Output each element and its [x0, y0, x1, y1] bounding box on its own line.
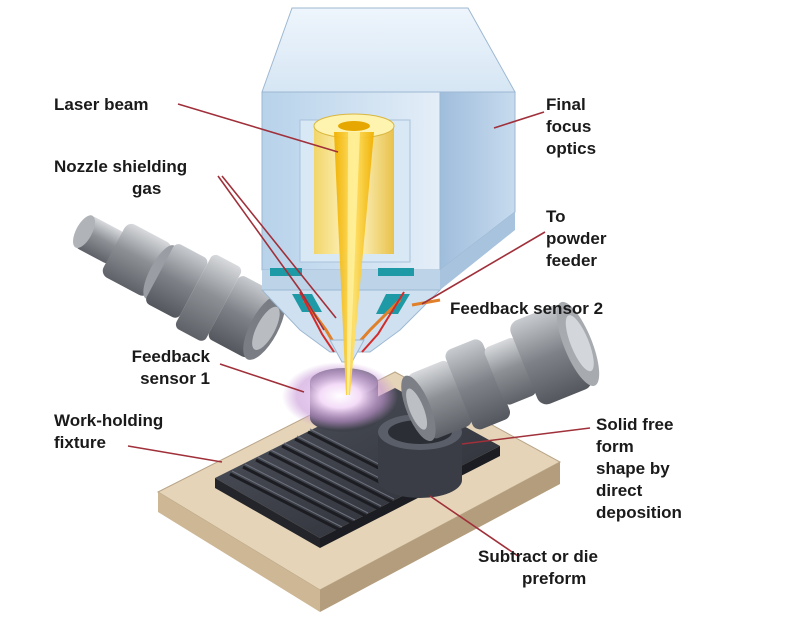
- feedback-sensor-1: [73, 215, 286, 360]
- label-text: preform: [522, 569, 587, 588]
- leader-fixture: [127, 445, 223, 463]
- leader-nozzle-gas-2: [221, 175, 337, 319]
- leader-solid-form: [461, 427, 591, 445]
- label-text: form: [596, 437, 634, 456]
- label-text: shape by: [596, 459, 670, 478]
- label-text: Work-holding: [54, 411, 164, 430]
- deposition-part: [282, 362, 398, 432]
- label-text: Feedback: [131, 347, 210, 366]
- label-work-holding-fixture: Work-holding fixture: [54, 410, 163, 454]
- label-text: gas: [132, 179, 162, 198]
- label-text: deposition: [596, 503, 682, 522]
- leader-powder-feeder: [421, 231, 546, 305]
- label-feedback-sensor-2: Feedback sensor 2: [450, 298, 603, 320]
- leader-laser-beam: [177, 103, 339, 153]
- leader-preform: [429, 495, 519, 557]
- leader-nozzle-gas-1: [217, 175, 325, 331]
- label-subtract-or-die-preform: Subtract or die preform: [478, 546, 598, 590]
- label-text: feeder: [546, 251, 598, 270]
- label-text: fixture: [54, 433, 106, 452]
- melt-pool-glow: [282, 362, 398, 430]
- label-text: powder: [546, 229, 607, 248]
- leader-lines: [127, 103, 591, 557]
- label-text: sensor 1: [140, 369, 210, 388]
- label-feedback-sensor-1: Feedback sensor 1: [90, 346, 210, 390]
- label-solid-free-form: Solid free form shape by direct depositi…: [596, 414, 682, 524]
- label-nozzle-shielding-gas: Nozzle shielding gas: [54, 156, 187, 200]
- label-to-powder-feeder: To powder feeder: [546, 206, 606, 272]
- label-text: focus: [546, 117, 592, 136]
- label-text: Laser beam: [54, 95, 149, 114]
- label-text: Final: [546, 95, 586, 114]
- label-text: Nozzle shielding: [54, 157, 188, 176]
- laser-beam: [334, 132, 374, 395]
- label-text: optics: [546, 139, 597, 158]
- label-text: To: [546, 207, 566, 226]
- label-text: Subtract or die: [478, 547, 598, 566]
- label-text: Feedback sensor 2: [450, 299, 604, 318]
- leader-sensor-1: [219, 363, 305, 393]
- feedback-sensor-2: [401, 301, 600, 442]
- leader-final-optics: [493, 111, 545, 129]
- label-text: Solid free: [596, 415, 674, 434]
- label-final-focus-optics: Final focus optics: [546, 94, 596, 160]
- label-laser-beam: Laser beam: [54, 94, 149, 116]
- label-text: direct: [596, 481, 643, 500]
